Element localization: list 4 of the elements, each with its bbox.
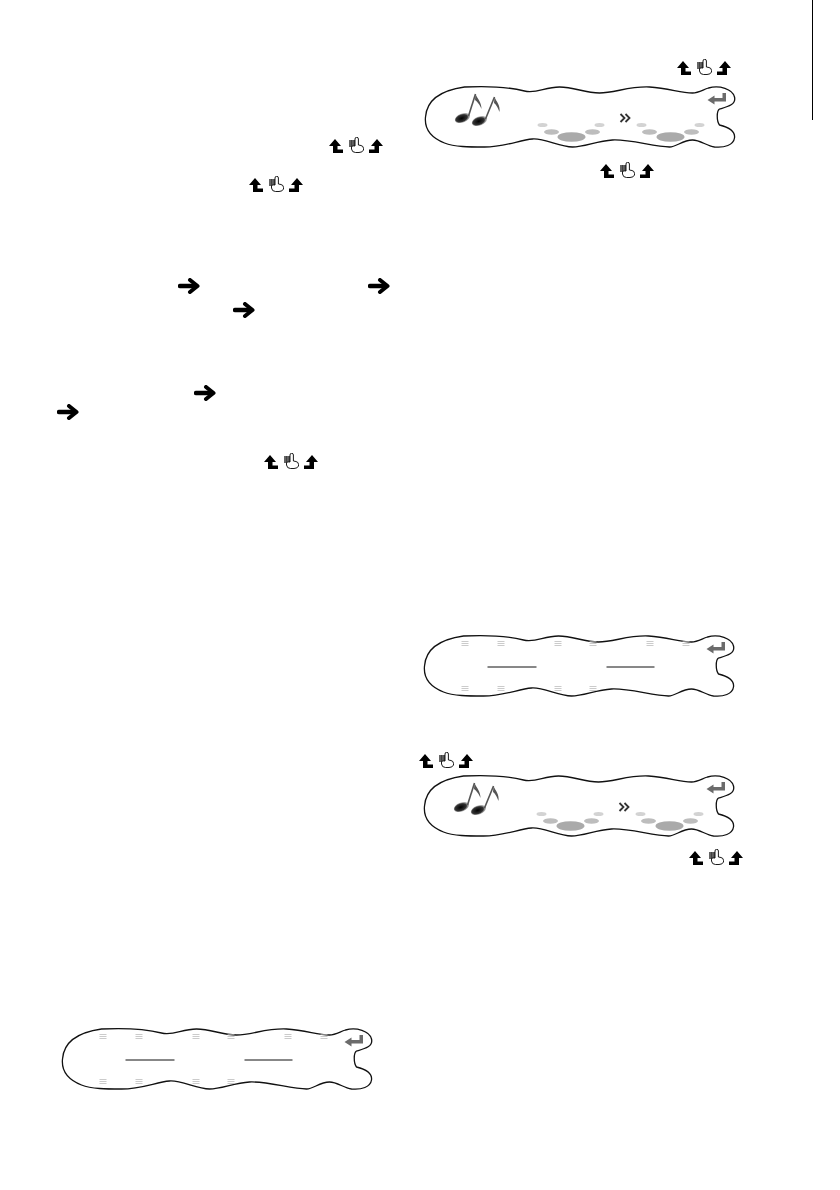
lcd-display-drawing xyxy=(424,85,737,150)
lcd-display-drawing xyxy=(423,634,736,699)
lcd-display-drawing xyxy=(423,774,736,839)
lcd-display-drawing xyxy=(61,1027,374,1092)
